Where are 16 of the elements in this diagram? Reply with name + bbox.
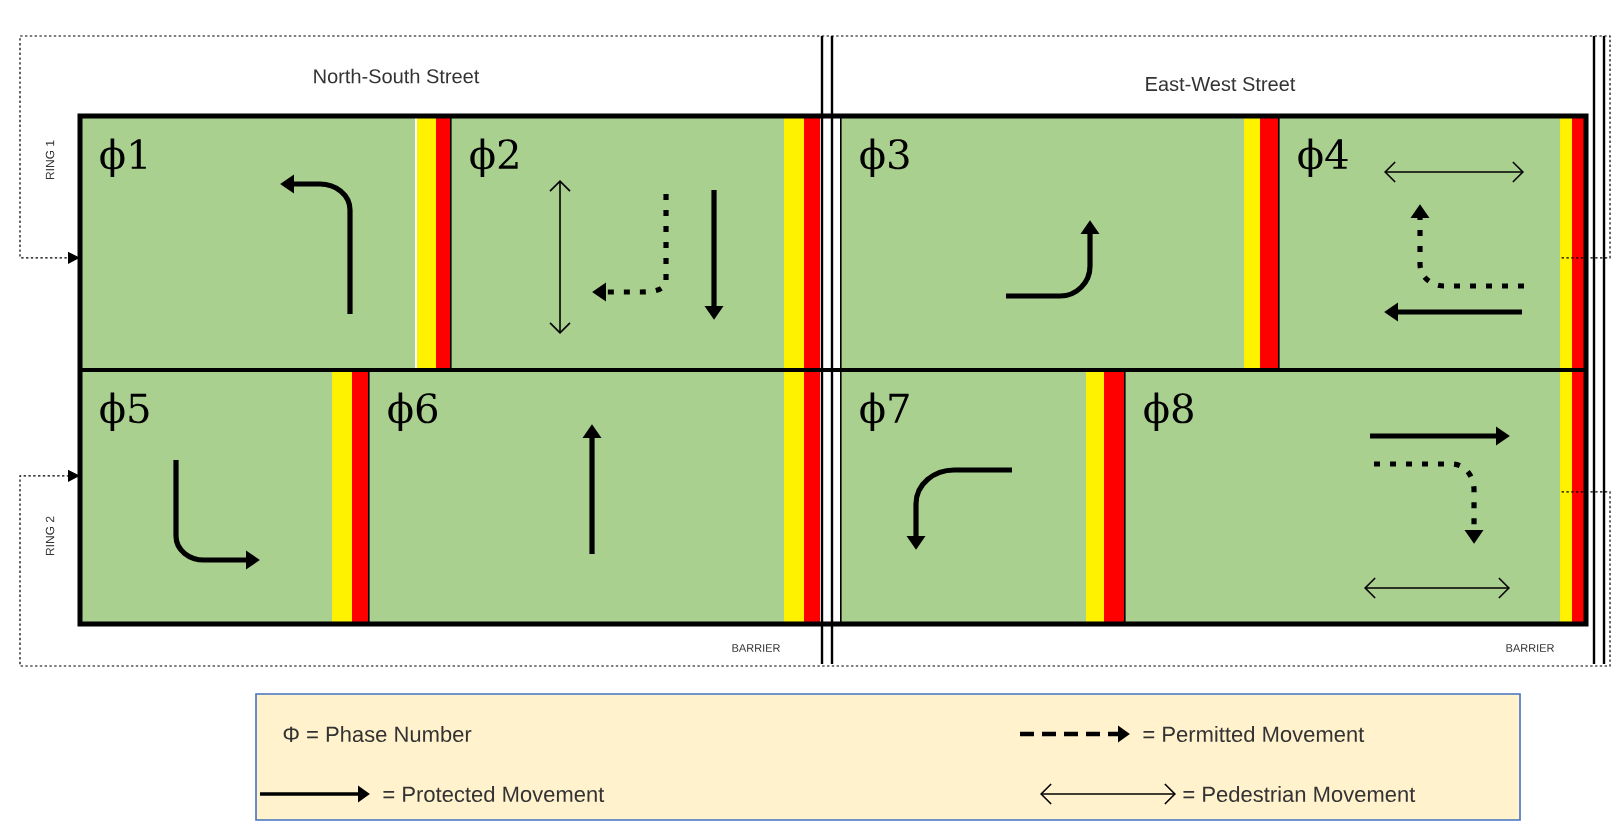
phase-box: ϕ5 [80, 370, 334, 626]
phase-box: ϕ4 [1278, 116, 1562, 372]
ring-sequence-arrow [19, 35, 1611, 264]
ring-sequence-arrow [19, 469, 1611, 667]
street-label: East-West Street [1142, 74, 1298, 94]
phase-box: ϕ6 [368, 370, 786, 626]
legend-entry: = Protected Movement [383, 785, 605, 803]
phase-box: ϕ3 [840, 116, 1246, 372]
phase-box: ϕ8 [1124, 370, 1562, 626]
phase-box: ϕ1 [80, 116, 418, 372]
street-label: North-South Street [310, 66, 482, 86]
phase-box: ϕ7 [840, 370, 1088, 626]
legend-entry: = Pedestrian Movement [1183, 785, 1416, 803]
phase-box: ϕ2 [450, 116, 786, 372]
legend-entry: = Permitted Movement [1143, 725, 1365, 743]
legend-entry: Φ = Phase Number [283, 725, 472, 743]
